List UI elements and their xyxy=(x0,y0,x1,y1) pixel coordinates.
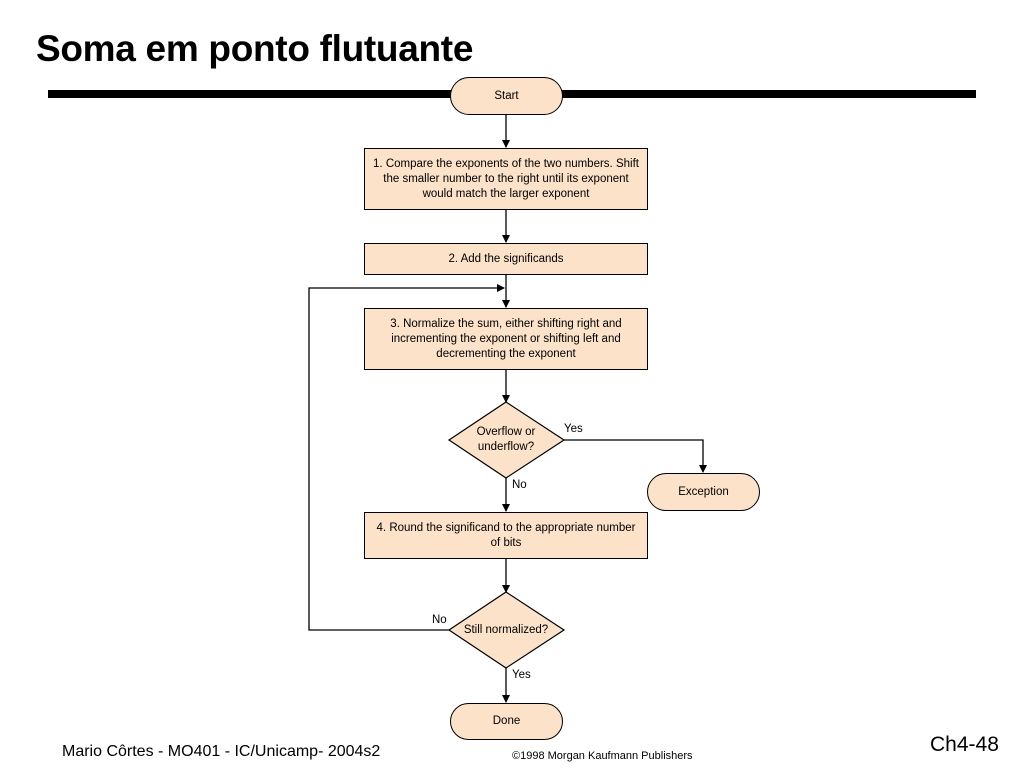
arrow-decision1-yes-to-exception xyxy=(564,439,707,473)
decision-diamond-still-normalized xyxy=(447,591,566,669)
exception-terminal: Exception xyxy=(647,473,760,511)
decision-diamond-overflow xyxy=(447,401,566,479)
start-terminal: Start xyxy=(450,77,563,115)
step-2-box: 2. Add the significands xyxy=(364,243,648,275)
decision1-yes-label: Yes xyxy=(564,423,583,435)
step-4-box: 4. Round the significand to the appropri… xyxy=(364,512,648,559)
decision2-yes-label: Yes xyxy=(512,669,531,681)
slide-number: Ch4-48 xyxy=(930,733,999,756)
done-terminal: Done xyxy=(450,703,563,740)
decision-still-normalized-label: Still normalized? xyxy=(463,623,549,636)
footer-copyright: ©1998 Morgan Kaufmann Publishers xyxy=(512,750,693,762)
decision1-no-label: No xyxy=(512,479,527,491)
slide-title: Soma em ponto flutuante xyxy=(36,28,474,69)
footer-author: Mario Côrtes - MO401 - IC/Unicamp- 2004s… xyxy=(62,743,381,760)
decision-overflow-label: Overflow or underflow? xyxy=(476,426,536,453)
step-1-box: 1. Compare the exponents of the two numb… xyxy=(364,148,648,210)
step-3-box: 3. Normalize the sum, either shifting ri… xyxy=(364,308,648,370)
arrow-decision2-no-loop-back xyxy=(308,284,505,631)
decision2-no-label: No xyxy=(432,614,447,626)
